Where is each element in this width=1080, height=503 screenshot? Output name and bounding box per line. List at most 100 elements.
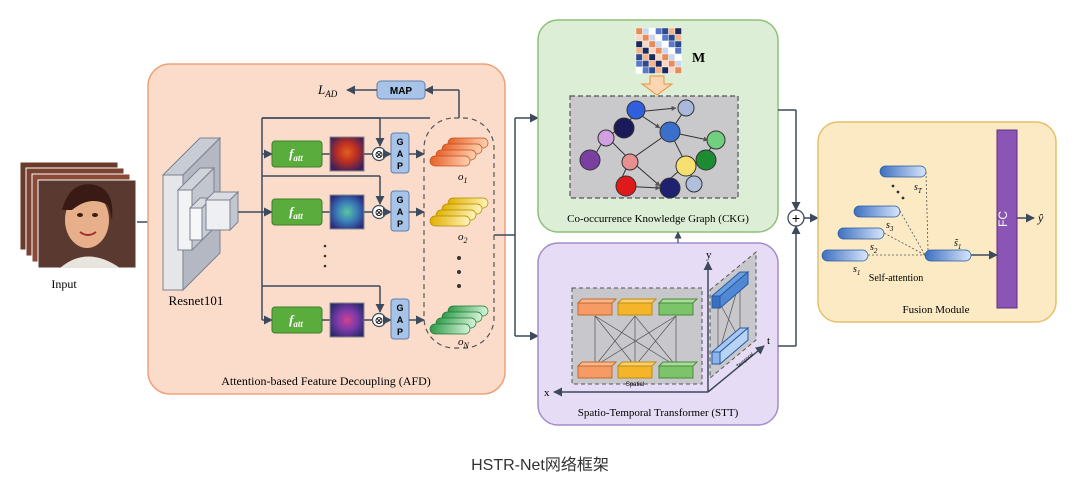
input-frames bbox=[19, 161, 137, 269]
matrix-cell bbox=[661, 27, 669, 35]
svg-text:P: P bbox=[397, 219, 403, 229]
knowledge-graph bbox=[579, 99, 726, 199]
o2-label: o2 bbox=[458, 231, 468, 245]
gap-block-n bbox=[390, 298, 410, 340]
fusion-panel bbox=[817, 121, 1057, 323]
matrix-cell bbox=[655, 66, 663, 74]
afd-branch-lines bbox=[238, 117, 430, 325]
fusion-title: Fusion Module bbox=[903, 304, 970, 316]
matrix-cell bbox=[642, 53, 650, 61]
matrix-cell bbox=[655, 40, 663, 48]
matrix-cell bbox=[648, 40, 656, 48]
matrix-cell bbox=[668, 40, 676, 48]
matrix-cell bbox=[635, 47, 643, 55]
matrix-label: M bbox=[692, 51, 705, 66]
on-label: oN bbox=[458, 336, 470, 350]
matrix-cell bbox=[661, 66, 669, 74]
s1-tilde-label: s̃1 bbox=[954, 238, 961, 251]
loss-label: LAD bbox=[317, 82, 338, 99]
matrix-cell bbox=[668, 66, 676, 74]
matrix-cell bbox=[648, 66, 656, 74]
cooccurrence-matrix bbox=[635, 27, 682, 74]
matrix-cell bbox=[635, 53, 643, 61]
resnet-label: Resnet101 bbox=[169, 293, 224, 308]
matrix-cell bbox=[655, 27, 663, 35]
svg-text:P: P bbox=[397, 327, 403, 337]
matrix-cell bbox=[635, 66, 643, 74]
matrix-cell bbox=[635, 34, 643, 42]
attended-token bbox=[924, 249, 972, 262]
svg-text:G: G bbox=[396, 195, 403, 205]
afd-branch-1: fatt ⊗ G A P bbox=[271, 132, 425, 174]
matrix-cell bbox=[661, 34, 669, 42]
st-label: sT bbox=[914, 182, 923, 195]
matrix-cell bbox=[642, 40, 650, 48]
afd-branch-n: fatt ⊗ G A P bbox=[271, 298, 425, 340]
svg-text:A: A bbox=[397, 315, 404, 325]
matrix-cell bbox=[668, 47, 676, 55]
fc-label: FC bbox=[996, 211, 1010, 227]
matrix-cell bbox=[655, 60, 663, 68]
matrix-cell bbox=[642, 66, 650, 74]
matrix-cell bbox=[668, 27, 676, 35]
map-label: MAP bbox=[390, 86, 413, 97]
svg-text:A: A bbox=[397, 207, 404, 217]
matrix-cell bbox=[668, 34, 676, 42]
s2-label: s2 bbox=[870, 242, 878, 255]
s1-label: s1 bbox=[853, 264, 860, 277]
svg-text:⊗: ⊗ bbox=[374, 149, 383, 161]
s3-label: s3 bbox=[886, 220, 894, 233]
matrix-cell bbox=[655, 47, 663, 55]
matrix-cell bbox=[648, 27, 656, 35]
matrix-cell bbox=[642, 34, 650, 42]
svg-text:⊗: ⊗ bbox=[374, 315, 383, 327]
axis-x-label: x bbox=[544, 387, 550, 399]
o1-label: o1 bbox=[458, 171, 468, 185]
matrix-cell bbox=[674, 53, 682, 61]
fc-layer bbox=[996, 129, 1018, 309]
spatial-label: Spatial bbox=[626, 382, 644, 388]
feature-token-2 bbox=[429, 197, 489, 227]
matrix-cell bbox=[668, 60, 676, 68]
matrix-cell bbox=[648, 47, 656, 55]
gap-block-2 bbox=[390, 190, 410, 232]
matrix-cell bbox=[635, 60, 643, 68]
svg-text:G: G bbox=[396, 303, 403, 313]
fatt-label-1: fatt bbox=[289, 146, 303, 163]
matrix-cell bbox=[661, 53, 669, 61]
matrix-cell bbox=[668, 53, 676, 61]
axis-y-label: y bbox=[706, 249, 712, 261]
matrix-cell bbox=[674, 27, 682, 35]
afd-title: Attention-based Feature Decoupling (AFD) bbox=[221, 374, 431, 388]
output-label: ŷ bbox=[1037, 211, 1044, 225]
svg-text:+: + bbox=[792, 210, 800, 226]
resnet-backbone bbox=[161, 136, 240, 292]
matrix-cell bbox=[674, 40, 682, 48]
matrix-cell bbox=[648, 53, 656, 61]
matrix-cell bbox=[648, 60, 656, 68]
self-attention-label: Self-attention bbox=[869, 273, 923, 284]
matrix-cell bbox=[674, 60, 682, 68]
afd-branch-2: fatt ⊗ G A P bbox=[271, 190, 425, 232]
matrix-cell bbox=[642, 60, 650, 68]
matrix-cell bbox=[674, 34, 682, 42]
matrix-cell bbox=[661, 47, 669, 55]
matrix-cell bbox=[655, 34, 663, 42]
attention-map-n bbox=[329, 302, 365, 338]
input-label: Input bbox=[51, 277, 77, 291]
attention-map-2 bbox=[329, 194, 365, 230]
matrix-cell bbox=[635, 27, 643, 35]
matrix-cell bbox=[661, 60, 669, 68]
feature-tokens bbox=[429, 137, 489, 335]
matrix-arrow bbox=[640, 75, 674, 96]
afd-output-lines bbox=[494, 113, 539, 341]
matrix-cell bbox=[674, 66, 682, 74]
svg-text:P: P bbox=[397, 161, 403, 171]
stt-axes bbox=[553, 261, 765, 397]
attention-map-1 bbox=[329, 136, 365, 172]
svg-text:⊗: ⊗ bbox=[374, 207, 383, 219]
matrix-cell bbox=[635, 40, 643, 48]
afd-panel bbox=[147, 63, 506, 395]
stt-title: Spatio-Temporal Transformer (STT) bbox=[578, 407, 739, 419]
